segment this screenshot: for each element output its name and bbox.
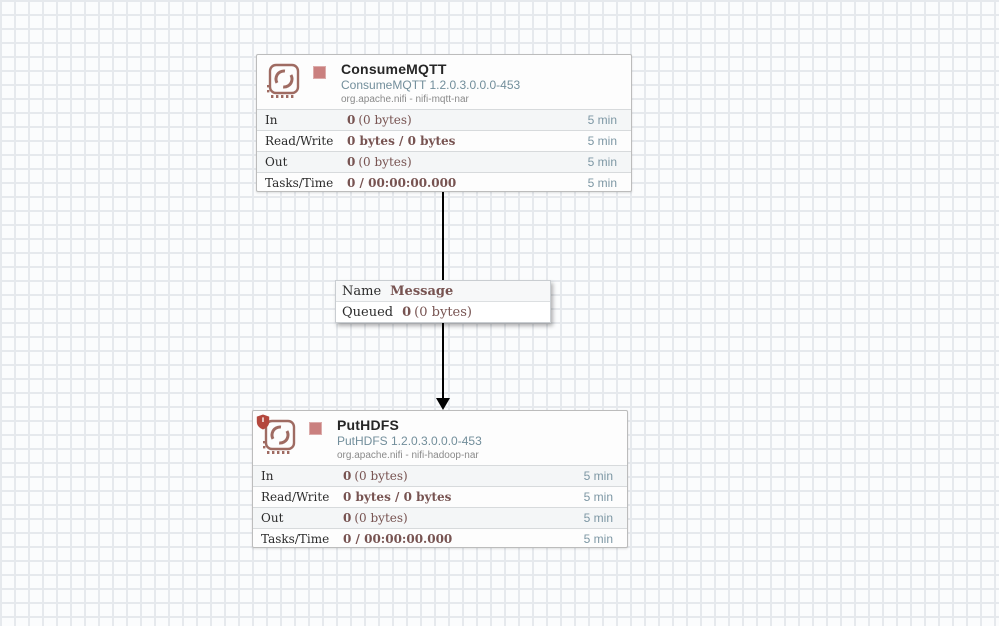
stat-value: 0(0 bytes) [343,469,408,483]
processor-bundle: org.apache.nifi - nifi-hadoop-nar [337,450,479,461]
stat-window: 5 min [587,113,617,127]
stat-label: Out [261,511,284,525]
processor-type-version: PutHDFS 1.2.0.3.0.0.0-453 [337,434,482,448]
stat-window: 5 min [583,532,613,546]
connection-name-row: Name Message [336,281,550,302]
processor-icon [260,418,300,458]
stat-row-tasks-time: Tasks/Time 0 / 00:00:00.000 5 min [257,172,631,193]
stat-window: 5 min [583,490,613,504]
processor-icon [264,62,304,102]
stat-window: 5 min [587,155,617,169]
stopped-state-icon [313,66,326,79]
stat-window: 5 min [583,469,613,483]
processor-put-hdfs[interactable]: PutHDFS PutHDFS 1.2.0.3.0.0.0-453 org.ap… [252,410,628,548]
stat-label: Read/Write [261,490,330,504]
connection-label[interactable]: Name Message Queued 0(0 bytes) [335,280,551,323]
stat-row-in: In 0(0 bytes) 5 min [257,109,631,130]
processor-name: ConsumeMQTT [341,61,447,77]
stat-value: 0 / 00:00:00.000 [347,176,457,190]
stopped-state-icon [309,422,322,435]
connection-queued-row: Queued 0(0 bytes) [336,302,550,322]
stat-value: 0 / 00:00:00.000 [343,532,453,546]
stat-label: Read/Write [265,134,334,148]
stat-value: 0 bytes / 0 bytes [343,490,452,504]
stat-row-out: Out 0(0 bytes) 5 min [257,151,631,172]
stat-label: Out [265,155,288,169]
processor-type-version: ConsumeMQTT 1.2.0.3.0.0.0-453 [341,78,521,92]
stat-value: 0(0 bytes) [347,113,412,127]
stat-row-read-write: Read/Write 0 bytes / 0 bytes 5 min [253,486,627,507]
stat-value: 0(0 bytes) [343,511,408,525]
processor-consume-mqtt[interactable]: ConsumeMQTT ConsumeMQTT 1.2.0.3.0.0.0-45… [256,54,632,192]
stat-window: 5 min [587,176,617,190]
processor-header: PutHDFS PutHDFS 1.2.0.3.0.0.0-453 org.ap… [253,411,627,465]
stat-value: 0(0 bytes) [347,155,412,169]
stat-label: In [261,469,274,483]
stat-row-read-write: Read/Write 0 bytes / 0 bytes 5 min [257,130,631,151]
stat-label: Tasks/Time [261,532,330,546]
connection-name-value: Message [390,284,454,299]
restricted-shield-icon [256,414,270,430]
connection-arrowhead-icon [436,398,450,410]
stat-label: In [265,113,278,127]
stat-window: 5 min [583,511,613,525]
connection-name-key: Name [342,284,382,299]
processor-name: PutHDFS [337,417,400,433]
stat-window: 5 min [587,134,617,148]
stat-value: 0 bytes / 0 bytes [347,134,456,148]
processor-header: ConsumeMQTT ConsumeMQTT 1.2.0.3.0.0.0-45… [257,55,631,109]
connection-queued-value: 0 [402,305,412,320]
stat-row-out: Out 0(0 bytes) 5 min [253,507,627,528]
stat-label: Tasks/Time [265,176,334,190]
connection-queued-key: Queued [342,305,394,320]
connection-queued-detail: (0 bytes) [414,305,472,320]
processor-bundle: org.apache.nifi - nifi-mqtt-nar [341,94,469,105]
stat-row-in: In 0(0 bytes) 5 min [253,465,627,486]
stat-row-tasks-time: Tasks/Time 0 / 00:00:00.000 5 min [253,528,627,549]
